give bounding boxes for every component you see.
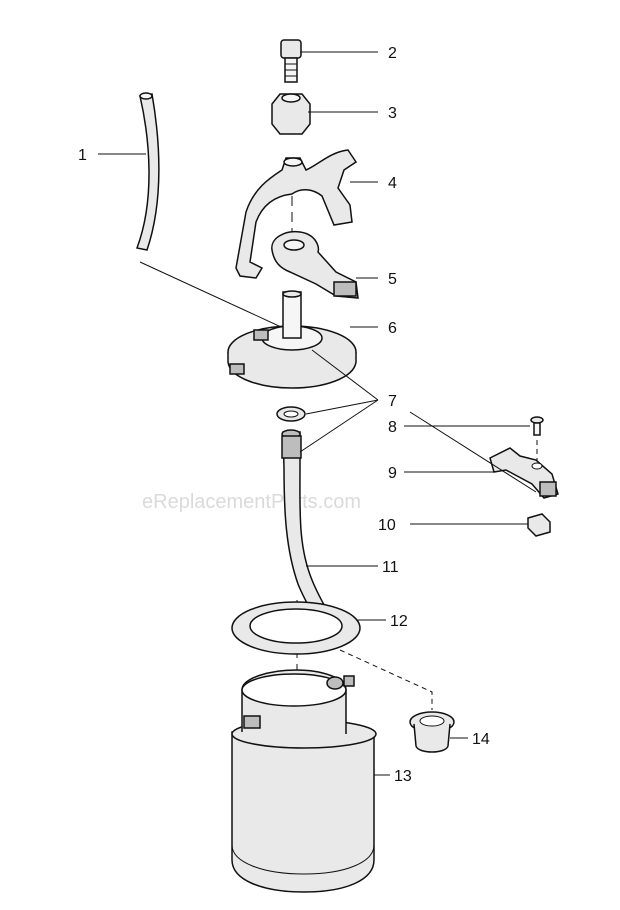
callout-13: 13 — [394, 768, 412, 785]
part-9-latch[interactable] — [489, 447, 559, 499]
part-10-block[interactable] — [527, 513, 551, 537]
leader-7-tube — [299, 399, 379, 453]
part-1-hose[interactable] — [135, 92, 160, 251]
part-12-gasket[interactable] — [231, 601, 361, 655]
part-6-lid[interactable] — [227, 290, 357, 389]
callout-2: 2 — [388, 45, 397, 62]
leader-7-washer — [305, 399, 379, 415]
callout-6: 6 — [388, 320, 397, 337]
callout-8: 8 — [388, 419, 397, 436]
callout-7: 7 — [388, 393, 397, 410]
leader-7-lid — [311, 349, 379, 401]
leader-14-dashed — [339, 649, 433, 710]
part-3-nut[interactable] — [271, 93, 311, 135]
callout-4: 4 — [388, 175, 397, 192]
callout-11: 11 — [382, 559, 399, 576]
callout-10: 10 — [378, 517, 396, 534]
callout-5: 5 — [388, 271, 397, 288]
part-5-lever[interactable] — [271, 230, 359, 299]
leader-to-latch — [409, 411, 537, 493]
leader-1-to-lid — [139, 261, 293, 333]
part-13-cup[interactable] — [231, 669, 377, 893]
part-8-screw[interactable] — [530, 416, 544, 436]
callout-14: 14 — [472, 731, 490, 748]
part-7-washer[interactable] — [276, 406, 306, 422]
callout-1: 1 — [78, 147, 87, 164]
callout-3: 3 — [388, 105, 397, 122]
part-2-fitting[interactable] — [280, 39, 302, 83]
part-14-plug[interactable] — [409, 711, 455, 753]
watermark-text: eReplacementParts.com — [142, 491, 361, 513]
callout-9: 9 — [388, 465, 397, 482]
callout-12: 12 — [390, 613, 408, 630]
part-4-yoke[interactable] — [235, 149, 358, 279]
